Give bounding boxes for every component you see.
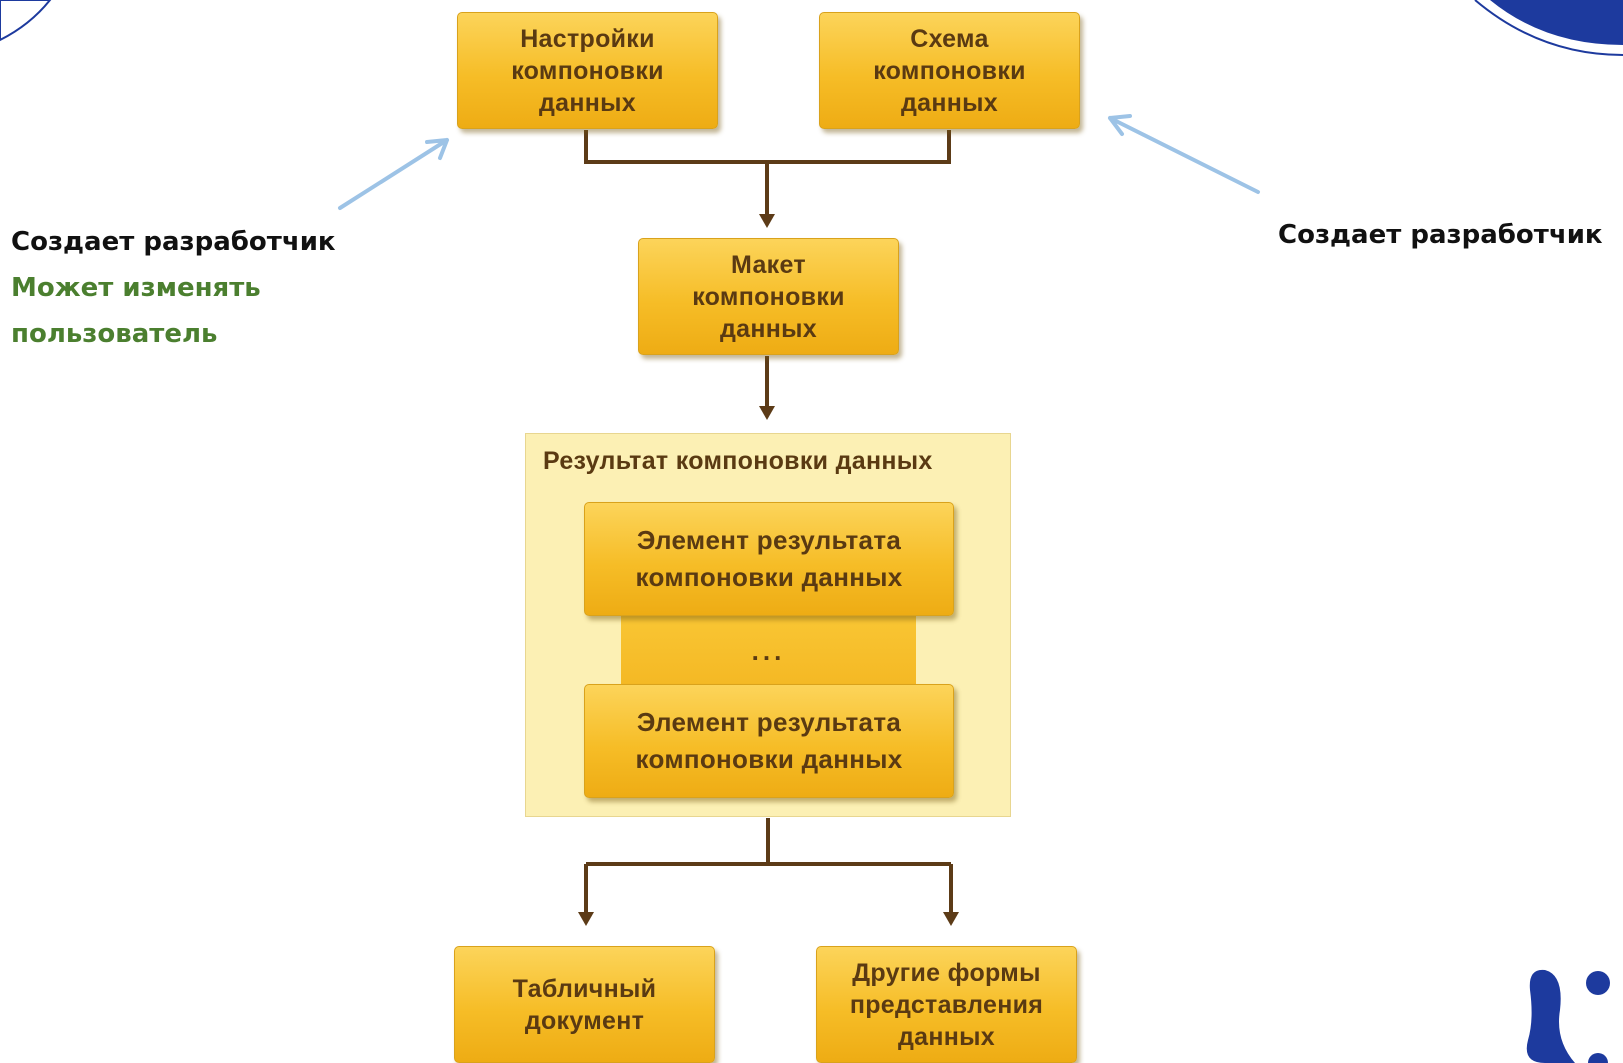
annotation-left-line-2: Может изменять: [11, 273, 261, 303]
connector-lines: [584, 130, 953, 913]
box-ellipsis: ...: [621, 615, 916, 687]
logo-mark: [1526, 969, 1610, 1063]
top-left-corner-arc: [0, 0, 52, 42]
top-right-corner-outline: [1474, 0, 1623, 56]
box-settings: Настройки компоновки данных: [457, 12, 718, 129]
box-other-forms: Другие формы представления данных: [816, 946, 1077, 1063]
arrowhead-spreadsheet: [578, 912, 594, 926]
annotation-right-line-1: Создает разработчик: [1278, 220, 1603, 250]
connector-top-join: [584, 130, 951, 164]
annotation-left: Создает разработчик Может изменять польз…: [11, 219, 336, 357]
logo-dot-lower: [1588, 1053, 1608, 1063]
result-container-title: Результат компоновки данных: [543, 447, 933, 475]
connector-bottom-split: [584, 818, 953, 913]
connector-arrowheads: [578, 214, 959, 926]
top-right-corner-swoosh: [1490, 0, 1623, 45]
box-spreadsheet-document: Табличный документ: [454, 946, 715, 1063]
box-schema: Схема компоновки данных: [819, 12, 1080, 129]
annotation-right: Создает разработчик: [1278, 212, 1603, 258]
box-template: Макет компоновки данных: [638, 238, 899, 355]
box-result-element-2: Элемент результата компоновки данных: [584, 684, 954, 798]
logo-dot-upper: [1586, 971, 1610, 995]
annotation-arrow-left: [338, 138, 449, 210]
annotation-left-line-3: пользователь: [11, 319, 218, 349]
annotation-arrow-right: [1108, 114, 1260, 194]
arrowhead-other-forms: [943, 912, 959, 926]
arrowhead-result: [759, 406, 775, 420]
logo-stroke: [1526, 969, 1575, 1063]
annotation-left-line-1: Создает разработчик: [11, 227, 336, 257]
annotation-arrows: [338, 114, 1260, 210]
arrowhead-template: [759, 214, 775, 228]
box-result-element-1: Элемент результата компоновки данных: [584, 502, 954, 616]
